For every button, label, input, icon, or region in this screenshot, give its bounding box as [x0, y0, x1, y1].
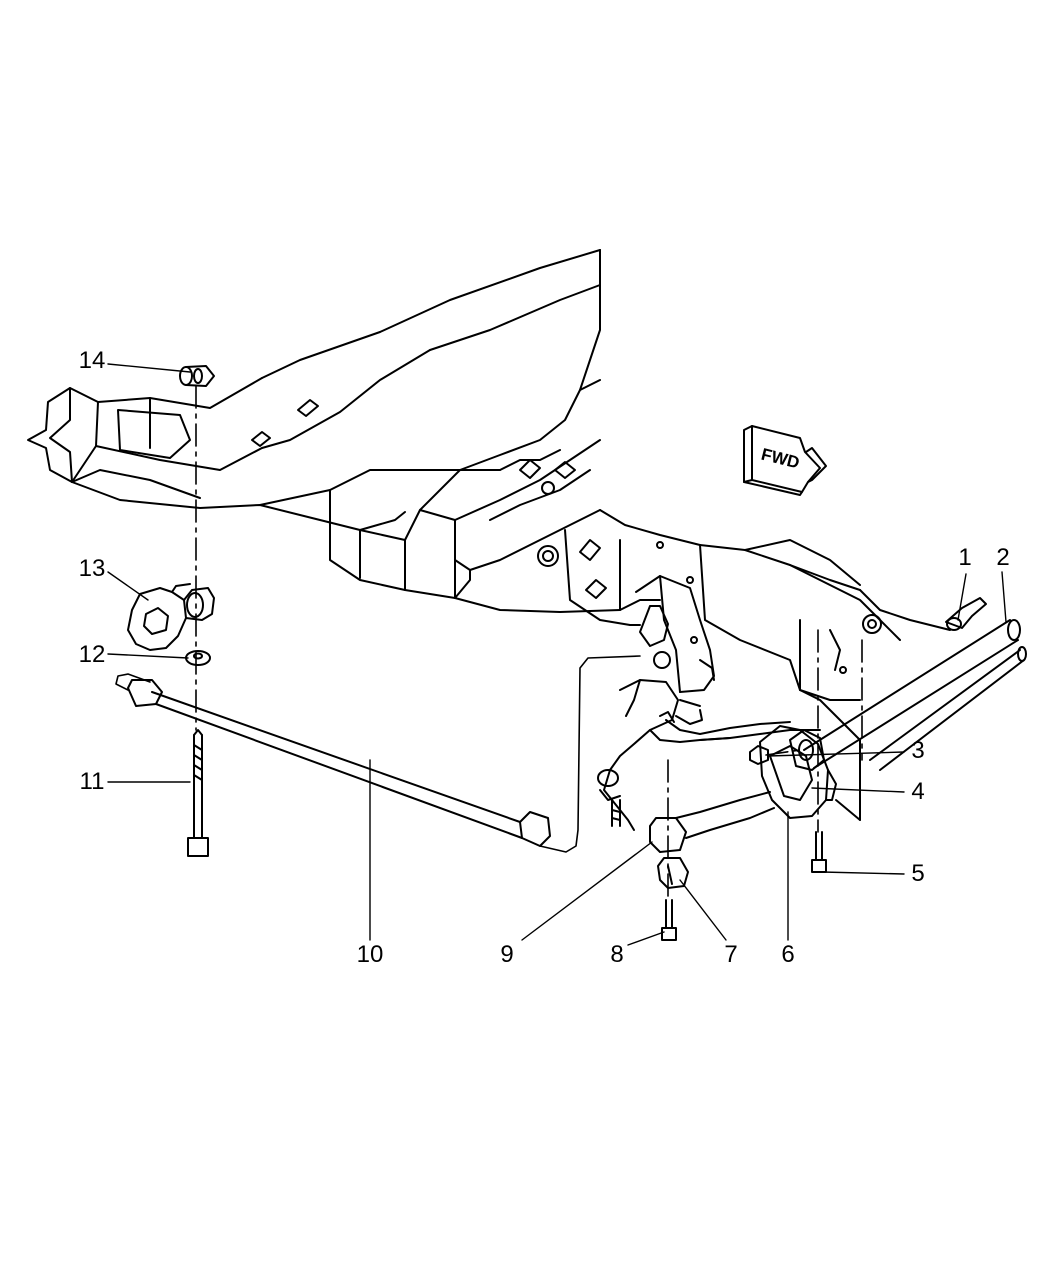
callout-5: 5: [911, 860, 925, 887]
callout-8: 8: [610, 941, 624, 968]
callout-4: 4: [911, 778, 925, 805]
callout-13: 13: [78, 555, 106, 582]
part-8-bolt: [661, 899, 677, 941]
callout-11: 11: [79, 768, 105, 795]
part-11-bolt: [187, 729, 209, 857]
part-10-stabilizer-bar: [115, 655, 641, 853]
callout-7: 7: [724, 941, 738, 968]
alignment-lines-right: [667, 629, 863, 901]
callout-3: 3: [911, 737, 925, 764]
part-7-retainer: [657, 857, 689, 889]
fwd-arrow: [743, 425, 827, 496]
part-9-bar-end: [649, 791, 775, 853]
callout-10: 10: [356, 941, 384, 968]
part-12-washer: [185, 650, 211, 666]
part-13-isolator-bracket: [127, 583, 215, 651]
part-5-bolt: [811, 831, 827, 873]
control-arm-assembly: [597, 575, 821, 831]
callout-leaders: [107, 363, 1007, 946]
callout-12: 12: [78, 641, 106, 668]
callout-9: 9: [500, 941, 514, 968]
part-14-bushing: [179, 365, 215, 387]
callout-14: 14: [78, 347, 106, 374]
fwd-text: FWD: [759, 445, 801, 473]
part-3-nut: [749, 745, 769, 765]
callout-1: 1: [958, 544, 972, 571]
callout-2: 2: [996, 544, 1010, 571]
callout-6: 6: [781, 941, 795, 968]
part-1-clip: [945, 597, 987, 631]
part-2-link-tube: [803, 619, 1027, 771]
vehicle-frame: [27, 249, 951, 701]
